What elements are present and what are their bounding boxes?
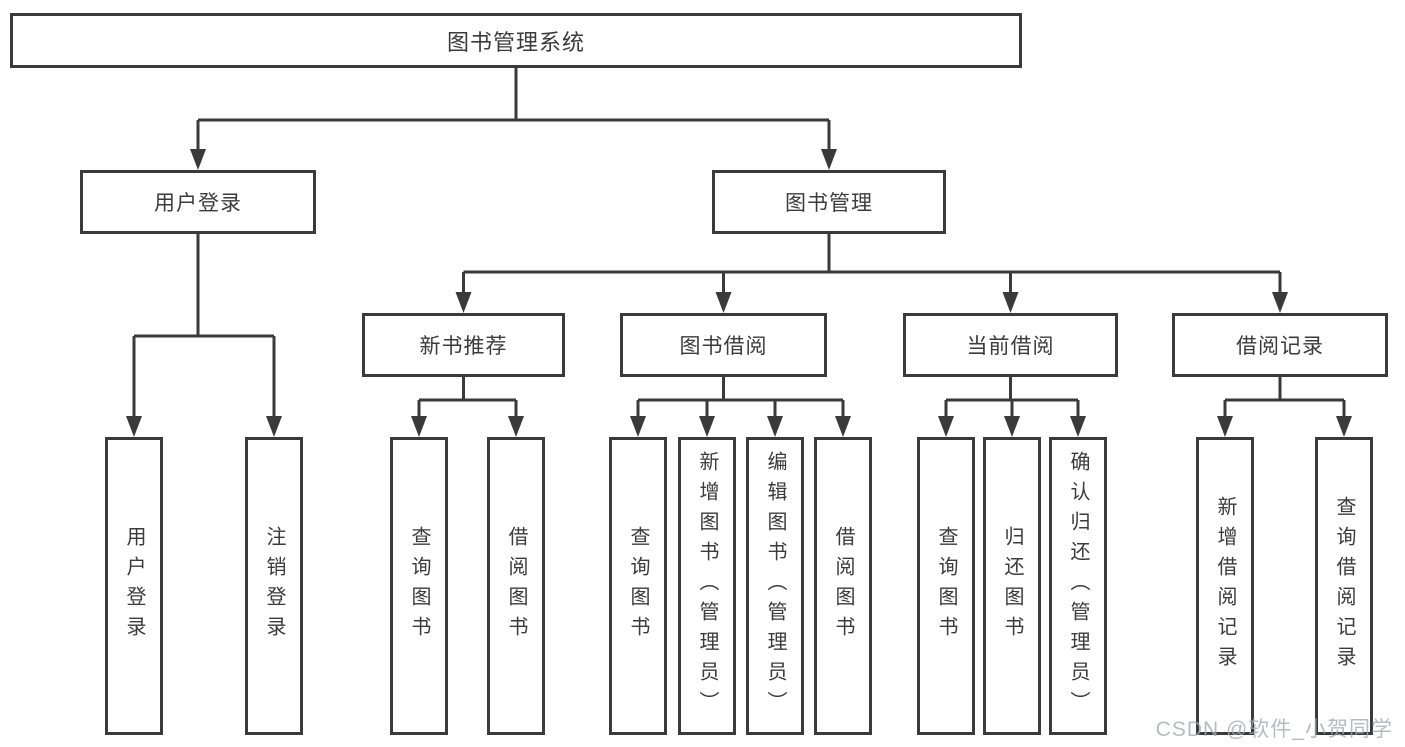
leaf-query-borrow-record: 查询借阅记录 xyxy=(1315,437,1373,735)
leaf-return-books: 归还图书 xyxy=(983,437,1041,735)
leaf-return-books-label: 归还图书 xyxy=(1001,526,1023,646)
leaf-add-borrow-record: 新增借阅记录 xyxy=(1196,437,1254,735)
leaf-query-books-current: 查询图书 xyxy=(917,437,975,735)
node-book-borrowing: 图书借阅 xyxy=(620,313,827,377)
leaf-add-borrow-record-label: 新增借阅记录 xyxy=(1214,496,1236,676)
leaf-add-book-admin: 新增图书（管理员） xyxy=(678,437,736,735)
leaf-add-book-admin-label: 新增图书（管理员） xyxy=(696,451,718,721)
node-current-borrowing: 当前借阅 xyxy=(903,313,1118,377)
leaf-edit-book-admin-label: 编辑图书（管理员） xyxy=(764,451,786,721)
leaf-query-books-recommend-label: 查询图书 xyxy=(408,526,430,646)
leaf-user-login-label: 用户登录 xyxy=(123,526,145,646)
node-borrowing-records: 借阅记录 xyxy=(1172,313,1388,377)
leaf-confirm-return-admin: 确认归还（管理员） xyxy=(1049,437,1107,735)
leaf-borrow-books-borrow: 借阅图书 xyxy=(814,437,872,735)
leaf-confirm-return-admin-label: 确认归还（管理员） xyxy=(1067,451,1089,721)
leaf-query-books-borrow: 查询图书 xyxy=(609,437,667,735)
node-book-management: 图书管理 xyxy=(712,170,946,234)
leaf-logout: 注销登录 xyxy=(245,437,303,735)
leaf-borrow-books-borrow-label: 借阅图书 xyxy=(832,526,854,646)
leaf-borrow-books-recommend-label: 借阅图书 xyxy=(505,526,527,646)
leaf-query-borrow-record-label: 查询借阅记录 xyxy=(1333,496,1355,676)
leaf-query-books-borrow-label: 查询图书 xyxy=(627,526,649,646)
node-library-system: 图书管理系统 xyxy=(10,13,1022,68)
csdn-watermark: CSDN @软件_小贺同学 xyxy=(1155,718,1393,741)
leaf-query-books-current-label: 查询图书 xyxy=(935,526,957,646)
leaf-user-login: 用户登录 xyxy=(105,437,163,735)
node-new-book-recommend: 新书推荐 xyxy=(362,313,565,377)
leaf-edit-book-admin: 编辑图书（管理员） xyxy=(746,437,804,735)
node-user-login: 用户登录 xyxy=(80,170,316,234)
leaf-query-books-recommend: 查询图书 xyxy=(390,437,448,735)
leaf-borrow-books-recommend: 借阅图书 xyxy=(487,437,545,735)
leaf-logout-label: 注销登录 xyxy=(263,526,285,646)
